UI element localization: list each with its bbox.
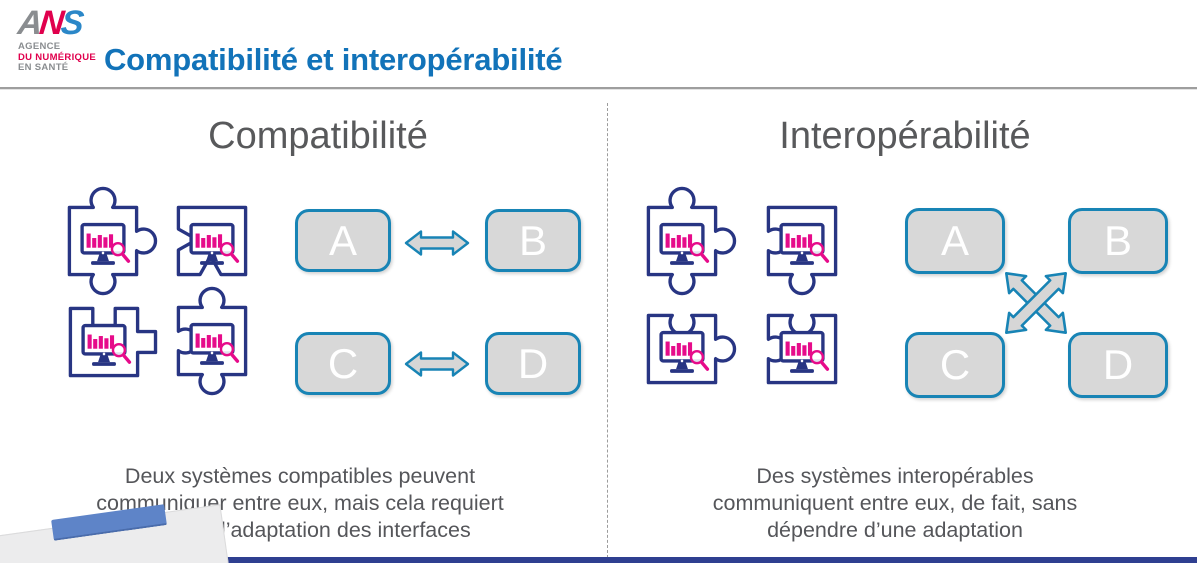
column-divider bbox=[607, 103, 608, 558]
ans-logo-mark: ANS bbox=[16, 4, 83, 42]
system-box-d: D bbox=[485, 332, 581, 395]
logo-line-sante: EN SANTÉ bbox=[18, 62, 69, 73]
left-heading: Compatibilité bbox=[208, 115, 428, 157]
system-box-b: B bbox=[1068, 208, 1168, 274]
system-box-c: C bbox=[295, 332, 391, 395]
system-box-b: B bbox=[485, 209, 581, 272]
page-title: Compatibilité et interopérabilité bbox=[104, 42, 563, 77]
puzzle-piece-icon bbox=[766, 313, 838, 385]
left-caption: Deux systèmes compatibles peuvent commun… bbox=[30, 463, 570, 544]
right-heading: Interopérabilité bbox=[779, 115, 1031, 157]
right-caption: Des systèmes interopérables communiquent… bbox=[625, 463, 1165, 544]
crossed-arrows-icon bbox=[1005, 272, 1067, 334]
double-arrow-icon bbox=[404, 351, 470, 377]
caption-line: dépendre d’une adaptation bbox=[767, 518, 1023, 542]
system-box-a: A bbox=[295, 209, 391, 272]
system-box-a: A bbox=[905, 208, 1005, 274]
puzzle-piece-icon bbox=[67, 186, 158, 296]
puzzle-piece-icon bbox=[646, 186, 737, 296]
caption-line: Deux systèmes compatibles peuvent bbox=[124, 464, 476, 488]
puzzle-piece-icon bbox=[68, 306, 158, 378]
system-box-d: D bbox=[1068, 332, 1168, 398]
double-arrow-icon bbox=[404, 230, 470, 256]
ans-logo: ANS AGENCE DU NUMÉRIQUE EN SANTÉ bbox=[16, 4, 138, 86]
header-divider bbox=[0, 87, 1197, 90]
ans-logo-text: AGENCE DU NUMÉRIQUE EN SANTÉ bbox=[18, 41, 138, 74]
logo-line-numerique: DU NUMÉRIQUE bbox=[18, 51, 97, 63]
bottom-accent-bar bbox=[88, 557, 1197, 563]
caption-line: communiquent entre eux, de fait, sans bbox=[712, 491, 1078, 515]
puzzle-piece-icon bbox=[176, 286, 248, 396]
puzzle-piece-icon bbox=[766, 205, 838, 296]
system-box-c: C bbox=[905, 332, 1005, 398]
logo-line-agence: AGENCE bbox=[18, 41, 61, 52]
puzzle-piece-icon bbox=[646, 313, 737, 385]
caption-line: Des systèmes interopérables bbox=[756, 464, 1034, 488]
puzzle-piece-icon bbox=[176, 205, 248, 277]
